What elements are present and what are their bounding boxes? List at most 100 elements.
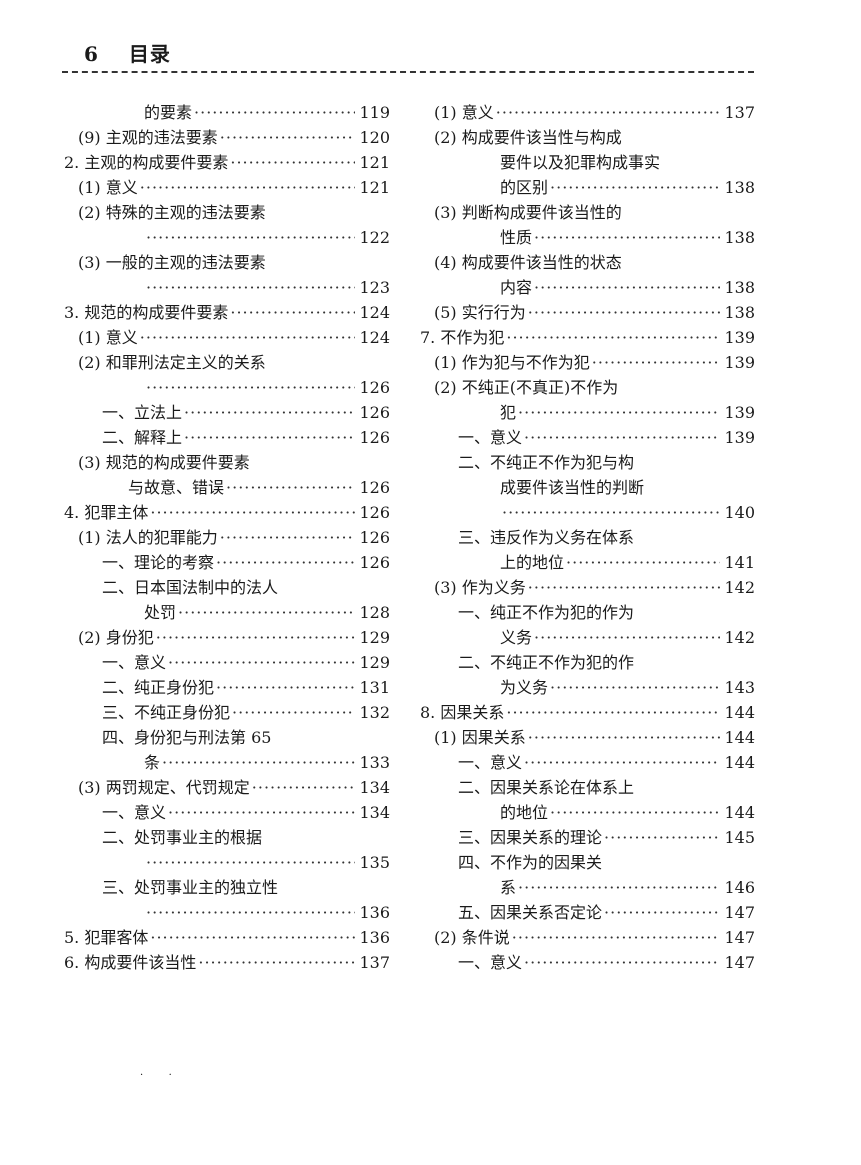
toc-entry-page: 146 (724, 878, 755, 897)
toc-entry-title: 2. 主观的构成要件要素 (64, 153, 229, 172)
toc-entry-title: 二、日本国法制中的法人 (102, 578, 279, 597)
toc-entry: 一、立法上 126 (64, 400, 390, 425)
toc-entry: 二、纯正身份犯131 (64, 675, 390, 700)
toc-entry-page: 139 (724, 328, 755, 347)
toc-entry-title: 犯 (500, 403, 517, 422)
toc-entry-title: (9) 主观的违法要素 (78, 128, 218, 147)
toc-entry: 的要素119 (64, 100, 390, 125)
toc-entry-page: 134 (359, 778, 390, 797)
toc-entry: 一、意义129 (64, 650, 390, 675)
toc-entry-page: 126 (359, 503, 390, 522)
toc-entry-title: 一、立法上 (102, 403, 183, 422)
toc-entry: (3) 判断构成要件该当性的 (420, 200, 755, 225)
toc-entry: 一、理论的考察126 (64, 550, 390, 575)
toc-entry-title: 条 (144, 753, 161, 772)
toc-entry-title: (1) 因果关系 (434, 728, 526, 747)
toc-entry-page: 124 (359, 303, 390, 322)
toc-entry-page: 136 (359, 928, 390, 947)
toc-entry-page: 147 (724, 953, 755, 972)
toc-leader-dots (524, 750, 720, 775)
toc-leader-dots (220, 525, 356, 550)
toc-entry-title: 一、意义 (102, 653, 167, 672)
toc-entry-page: 126 (359, 403, 390, 422)
toc-leader-dots (506, 325, 720, 350)
toc-leader-dots (518, 875, 720, 900)
toc-entry-title: 一、理论的考察 (102, 553, 215, 572)
toc-entry-title: (1) 意义 (434, 103, 494, 122)
toc-entry: 一、意义139 (420, 425, 755, 450)
toc-entry: (5) 实行行为138 (420, 300, 755, 325)
toc-entry-title: 三、不纯正身份犯 (102, 703, 231, 722)
toc-leader-dots (496, 100, 721, 125)
toc-entry-page: 123 (359, 278, 390, 297)
toc-leader-dots (184, 400, 355, 425)
toc-entry-title: 五、因果关系否定论 (458, 903, 603, 922)
toc-entry-title: 一、意义 (458, 953, 523, 972)
toc-leader-dots (604, 900, 720, 925)
toc-entry-page: 147 (724, 903, 755, 922)
toc-entry: (3) 一般的主观的违法要素 (64, 250, 390, 275)
toc-entry-page: 135 (359, 853, 390, 872)
toc-entry-page: 121 (359, 153, 390, 172)
toc-entry-title: 5. 犯罪客体 (64, 928, 149, 947)
toc-entry: (4) 构成要件该当性的状态 (420, 250, 755, 275)
page-header: 6 目录 (84, 38, 171, 67)
toc-entry: 一、意义 147 (420, 950, 755, 975)
toc-entry: (2) 条件说147 (420, 925, 755, 950)
toc-entry-page: 144 (724, 803, 755, 822)
toc-entry: (1) 意义124 (64, 325, 390, 350)
toc-entry: 一、纯正不作为犯的作为 (420, 600, 755, 625)
toc-entry-title: 与故意、错误 (128, 478, 225, 497)
toc-entry-page: 126 (359, 428, 390, 447)
toc-leader-dots (252, 775, 356, 800)
toc-entry-title: 内容 (500, 278, 533, 297)
toc-entry-title: (1) 意义 (78, 328, 138, 347)
toc-entry: 二、解释上126 (64, 425, 390, 450)
toc-entry: 上的地位141 (420, 550, 755, 575)
toc-leader-dots (226, 475, 355, 500)
toc-entry-title: (5) 实行行为 (434, 303, 526, 322)
toc-entry-page: 140 (724, 503, 755, 522)
toc-leader-dots (220, 125, 356, 150)
toc-entry: 系146 (420, 875, 755, 900)
toc-entry-title: 二、因果关系论在体系上 (458, 778, 635, 797)
toc-entry-page: 126 (359, 478, 390, 497)
toc-leader-dots (550, 675, 720, 700)
toc-leader-dots (230, 150, 355, 175)
toc-entry-title: 二、不纯正不作为犯的作 (458, 653, 635, 672)
toc-entry: 3. 规范的构成要件要素124 (64, 300, 390, 325)
page-title: 目录 (128, 42, 171, 66)
toc-leader-dots (528, 300, 721, 325)
toc-leader-dots (198, 950, 355, 975)
toc-leader-dots (168, 650, 355, 675)
toc-leader-dots (146, 275, 355, 300)
toc-entry-title: 三、违反作为义务在体系 (458, 528, 635, 547)
toc-entry-title: 四、身份犯与刑法第 65 (102, 728, 272, 747)
toc-entry-title: 三、因果关系的理论 (458, 828, 603, 847)
toc-entry: 三、因果关系的理论145 (420, 825, 755, 850)
toc-entry: (3) 两罚规定、代罚规定134 (64, 775, 390, 800)
toc-leader-dots (216, 675, 355, 700)
toc-entry: 五、因果关系否定论 147 (420, 900, 755, 925)
toc-entry-page: 129 (359, 628, 390, 647)
toc-entry: 义务142 (420, 625, 755, 650)
toc-entry: 123 (64, 275, 390, 300)
toc-entry-page: 128 (359, 603, 390, 622)
toc-leader-dots (534, 225, 720, 250)
toc-entry: 5. 犯罪客体 136 (64, 925, 390, 950)
toc-entry-title: 8. 因果关系 (420, 703, 505, 722)
toc-entry: 三、不纯正身份犯132 (64, 700, 390, 725)
toc-entry: 三、处罚事业主的独立性 (64, 875, 390, 900)
toc-leader-dots (550, 175, 720, 200)
toc-entry-page: 136 (359, 903, 390, 922)
toc-entry: 6. 构成要件该当性137 (64, 950, 390, 975)
toc-entry-page: 142 (724, 628, 755, 647)
toc-entry-page: 144 (724, 753, 755, 772)
toc-leader-dots (184, 425, 355, 450)
toc-entry-title: (3) 规范的构成要件要素 (78, 453, 250, 472)
toc-entry: (2) 身份犯129 (64, 625, 390, 650)
toc-leader-dots (140, 325, 356, 350)
toc-entry-title: 处罚 (144, 603, 177, 622)
toc-entry-page: 144 (724, 703, 755, 722)
toc-entry: (3) 规范的构成要件要素 (64, 450, 390, 475)
